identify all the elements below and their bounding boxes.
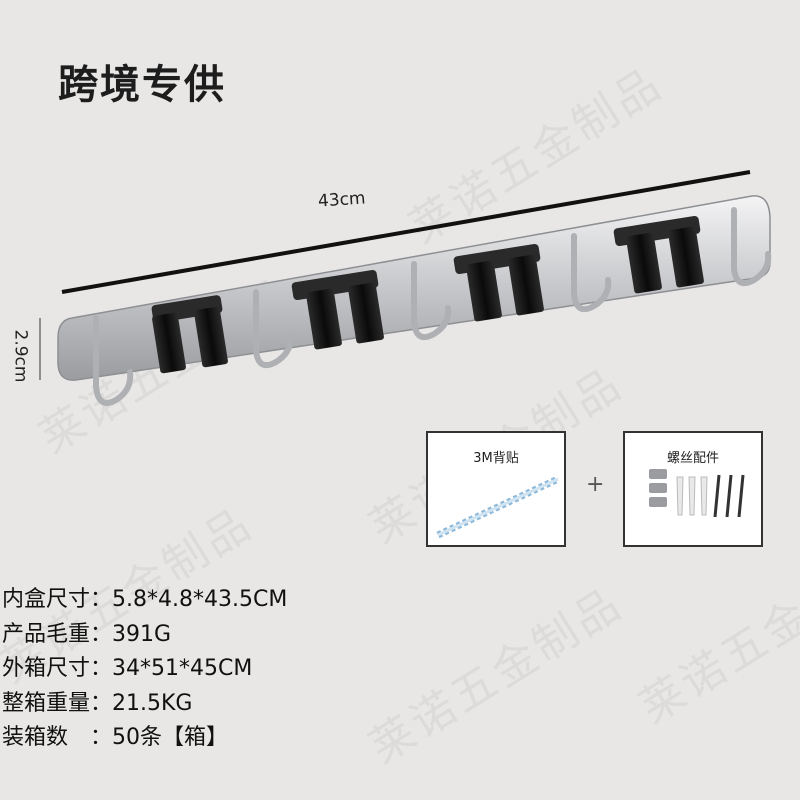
clip — [613, 215, 704, 294]
height-dimension-label: 2.9cm — [10, 329, 31, 383]
accessory-label: 3M背贴 — [473, 451, 519, 466]
clip — [291, 269, 384, 350]
spec-value: 50条【箱】 — [112, 725, 229, 750]
adhesive-tape-box: 3M背贴 — [426, 431, 566, 547]
width-dimension-line — [61, 170, 751, 294]
plus-sign: + — [586, 472, 605, 497]
screw-kit-icon — [649, 469, 745, 518]
clip — [151, 295, 228, 374]
spec-value: 34*51*45CM — [112, 656, 253, 681]
clips — [151, 215, 704, 374]
screw-kit-box: 螺丝配件 — [623, 431, 763, 547]
accessory-label: 螺丝配件 — [666, 451, 719, 466]
spec-key: 外箱尺寸： — [2, 656, 113, 681]
spec-key: 内盒尺寸： — [2, 587, 113, 612]
spec-key: 装箱数 ： — [2, 725, 113, 750]
spec-row: 外箱尺寸：34*51*45CM — [2, 652, 287, 687]
spec-row: 产品毛重：391G — [2, 618, 287, 653]
spec-row: 装箱数 ：50条【箱】 — [2, 721, 287, 756]
width-dimension-label: 43cm — [317, 188, 367, 212]
spec-key: 整箱重量： — [2, 690, 113, 716]
page-title: 跨境专供 — [58, 62, 226, 108]
spec-value: 5.8*4.8*43.5CM — [112, 587, 288, 612]
spec-row: 内盒尺寸：5.8*4.8*43.5CM — [2, 583, 287, 618]
hooks — [93, 207, 772, 406]
clip — [453, 243, 544, 322]
spec-row: 整箱重量：21.5KG — [2, 687, 287, 722]
adhesive-tape-icon — [436, 475, 560, 539]
spec-value: 21.5KG — [112, 690, 193, 716]
spec-value: 391G — [112, 621, 172, 647]
spec-list: 内盒尺寸：5.8*4.8*43.5CM 产品毛重：391G 外箱尺寸：34*51… — [2, 583, 287, 756]
spec-key: 产品毛重： — [2, 621, 113, 647]
